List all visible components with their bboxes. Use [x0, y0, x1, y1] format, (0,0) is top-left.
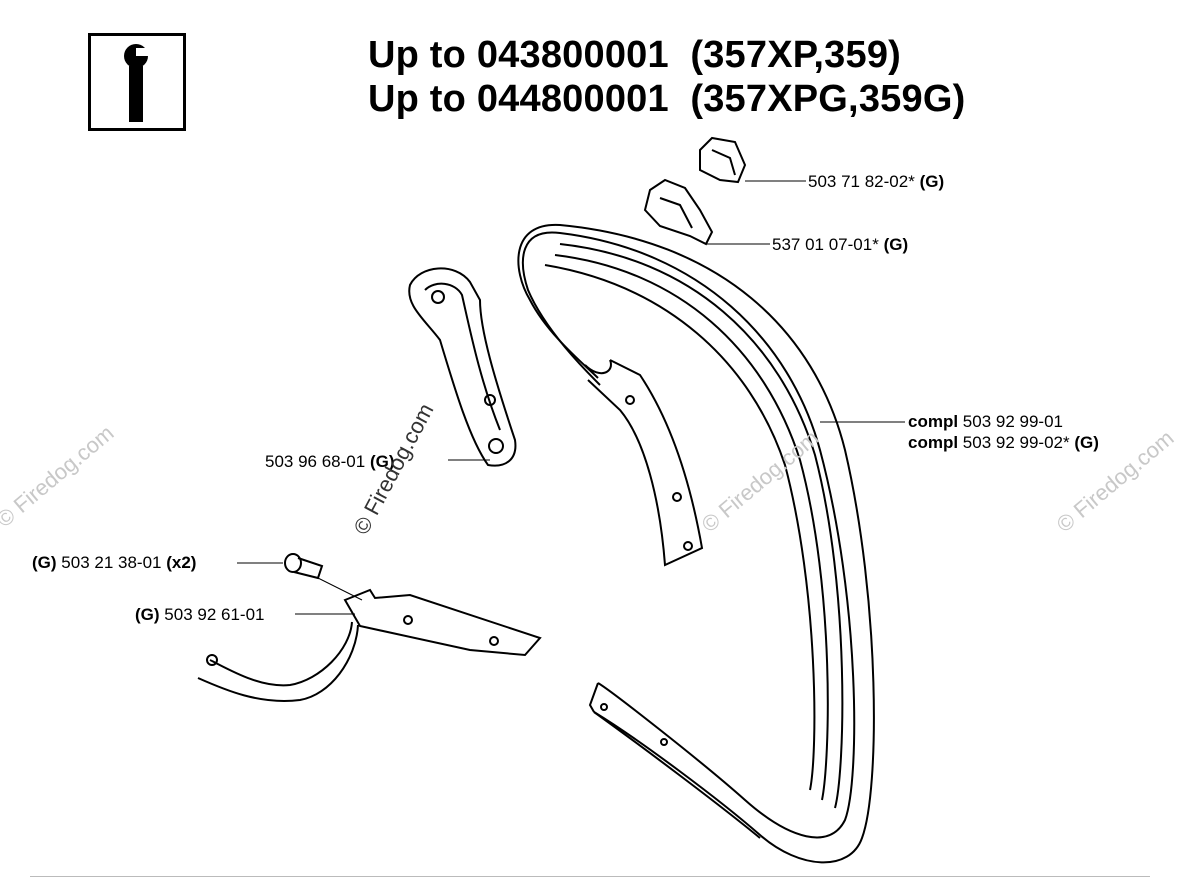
callout-503-96-68-01: 503 96 68-01 (G) [265, 452, 394, 472]
part-number: 503 92 61-01 [164, 605, 265, 624]
screw [284, 553, 324, 580]
wrench-info-glyph [124, 44, 150, 122]
callout-503-92-61-01: (G) 503 92 61-01 [135, 605, 264, 625]
part-number: 503 92 99-01 [962, 412, 1063, 431]
part-suffix: (x2) [166, 553, 197, 572]
part-number: 537 01 07-01* [772, 235, 879, 254]
part-number: 503 96 68-01 [265, 452, 366, 471]
part-number: 503 71 82-02* [808, 172, 915, 191]
part-prefix: (G) [32, 553, 57, 572]
handle-bracket [408, 267, 517, 467]
part-suffix: (G) [883, 235, 909, 254]
part-prefix: (G) [135, 605, 160, 624]
part-prefix: compl [908, 412, 959, 431]
part-suffix: (G) [1074, 433, 1099, 452]
part-suffix: (G) [369, 452, 395, 471]
callout-503-71-82-02: 503 71 82-02* (G) [808, 172, 944, 192]
callout-503-92-99-02: compl 503 92 99-02* (G) [908, 433, 1099, 453]
part-prefix: compl [908, 433, 959, 452]
callout-537-01-07-01: 537 01 07-01* (G) [772, 235, 908, 255]
page-title-line2: Up to 044800001 (357XPG,359G) [368, 78, 966, 120]
leader-lines [237, 180, 905, 615]
page-title-line1: Up to 043800001 (357XP,359) [368, 34, 902, 76]
part-suffix: (G) [919, 172, 945, 191]
top-parts [643, 136, 747, 246]
callout-503-92-99-01: compl 503 92 99-01 [908, 412, 1063, 432]
wrench-info-icon [88, 33, 186, 131]
part-number: 503 92 99-02* [962, 433, 1070, 452]
callout-503-21-38-01: (G) 503 21 38-01 (x2) [32, 553, 196, 573]
footer-divider [30, 876, 1150, 877]
lever-bracket [197, 588, 542, 702]
part-number: 503 21 38-01 [61, 553, 162, 572]
front-handle [517, 223, 875, 864]
